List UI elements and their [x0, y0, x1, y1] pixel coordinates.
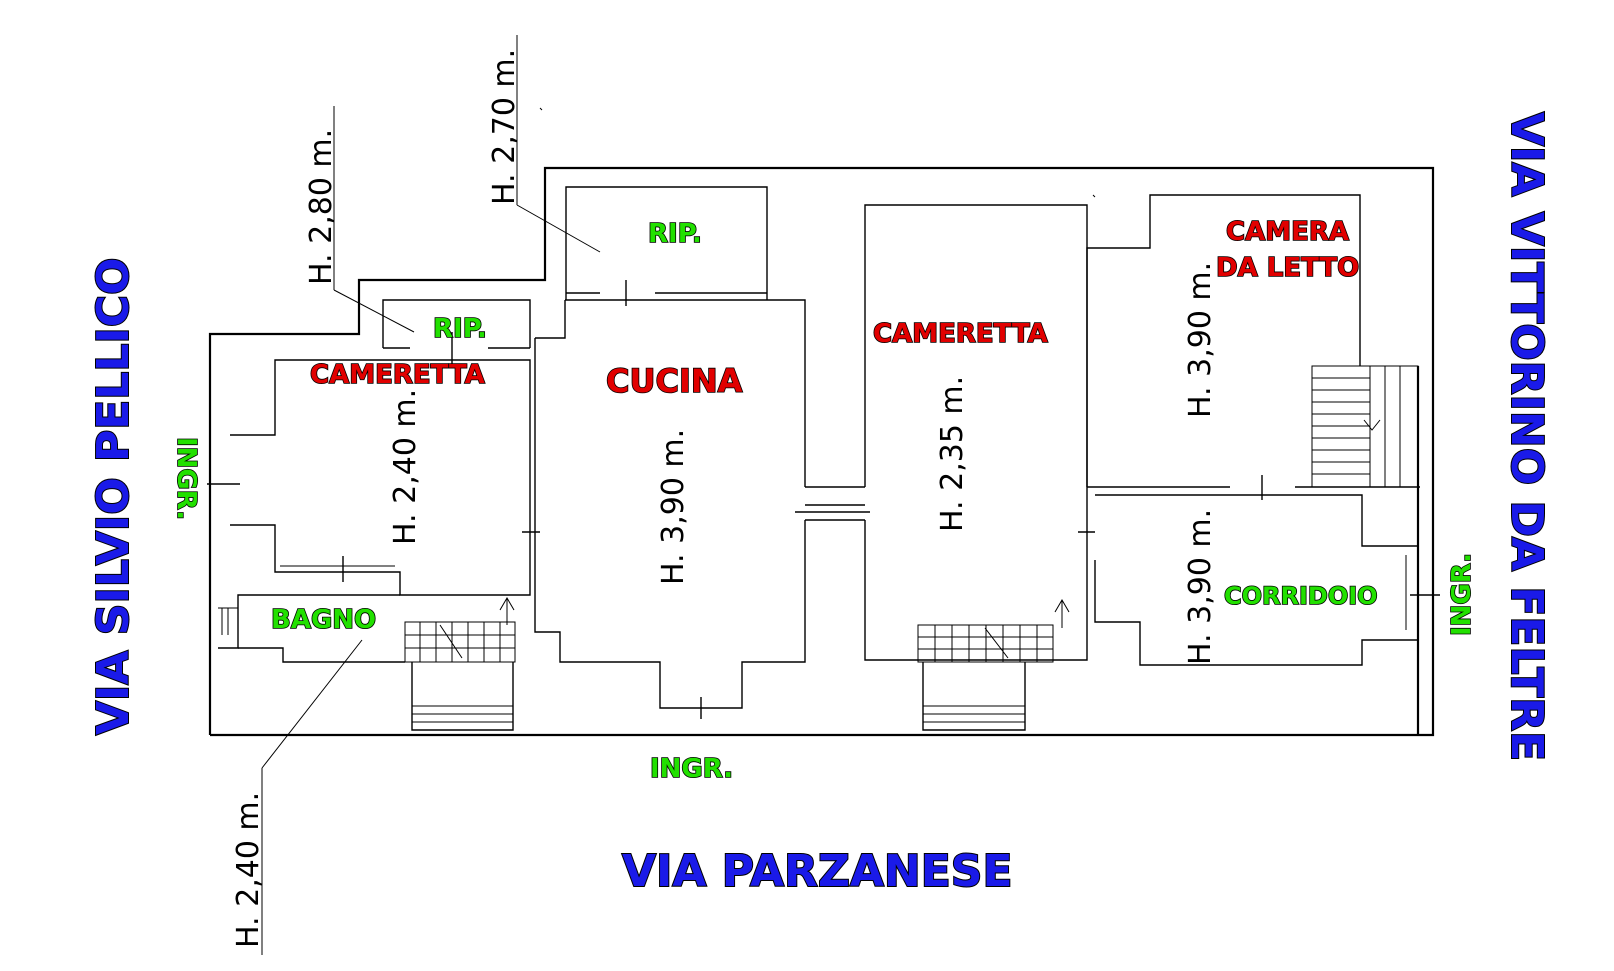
street-left: VIA SILVIO PELLICO [88, 258, 139, 735]
room-rip-small: RIP. [433, 314, 487, 344]
height-cucina: H. 3,90 m. [656, 429, 691, 585]
height-camera: H. 3,90 m. [1183, 262, 1218, 418]
height-corridoio: H. 3,90 m. [1183, 509, 1218, 665]
height-bagno: H. 2,40 m. [231, 792, 266, 948]
room-camera-line2: DA LETTO [1216, 253, 1359, 283]
street-right: VIA VITTORINO DA FELTRE [1501, 112, 1552, 761]
height-cameretta-center: H. 2,35 m. [935, 376, 970, 532]
room-camera-line1: CAMERA [1226, 217, 1349, 247]
entrance-right: INGR. [1447, 553, 1477, 636]
room-cameretta-center: CAMERETTA [873, 319, 1048, 349]
height-cameretta-left: H. 2,40 m. [388, 389, 423, 545]
entrance-left: INGR. [171, 437, 201, 520]
street-bottom: VIA PARZANESE [622, 846, 1013, 897]
room-cucina: CUCINA [606, 362, 743, 400]
dimension-leaders [261, 35, 1096, 955]
left-unit-walls [207, 299, 540, 731]
entrance-bottom: INGR. [650, 754, 733, 784]
room-bagno: BAGNO [271, 605, 376, 635]
height-rip-small: H. 2,80 m. [304, 129, 339, 285]
room-cameretta-left: CAMERETTA [310, 360, 485, 390]
entrance-labels: INGR. INGR. INGR. [170, 436, 1478, 785]
height-rip-top: H. 2,70 m. [487, 49, 522, 205]
room-corridoio: CORRIDOIO [1224, 582, 1378, 610]
kitchen-walls [534, 186, 870, 719]
center-room-walls [864, 204, 1095, 731]
right-unit-walls [1086, 194, 1440, 666]
room-rip-top: RIP. [648, 219, 702, 249]
room-labels: RIP. RIP. CAMERETTA CUCINA CAMERETTA CAM… [270, 216, 1378, 636]
street-labels: VIA SILVIO PELLICO VIA VITTORINO DA FELT… [87, 111, 1553, 898]
height-labels: H. 2,70 m. H. 2,80 m. H. 2,40 m. H. 3,90… [231, 49, 1218, 948]
